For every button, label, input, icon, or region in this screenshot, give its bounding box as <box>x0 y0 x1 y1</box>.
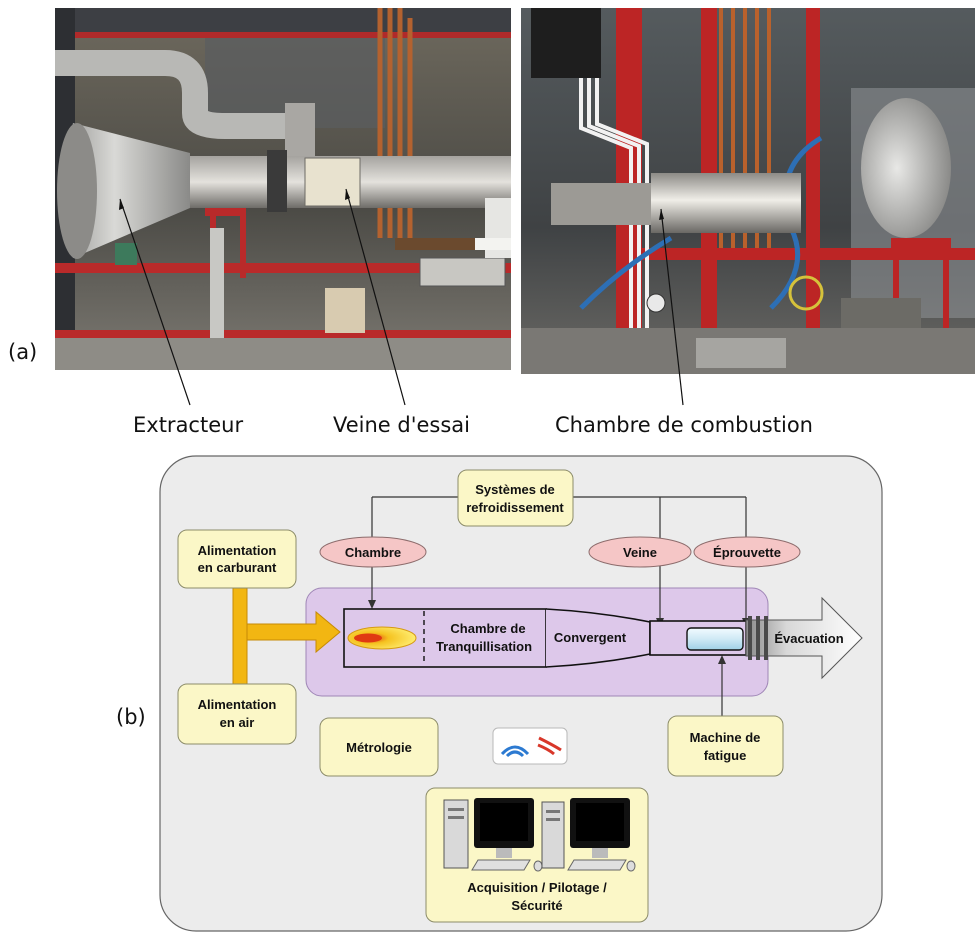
fuel-line-2: en carburant <box>198 560 277 575</box>
computer-icon-1 <box>444 798 542 871</box>
oval-veine-label: Veine <box>623 545 657 560</box>
wireless-icon <box>493 728 567 764</box>
box-cooling <box>458 470 573 526</box>
oval-chambre-label: Chambre <box>345 545 401 560</box>
tranquillisation-line-1: Chambre de <box>450 621 525 636</box>
test-piece <box>687 628 743 650</box>
exit-flanges <box>748 616 768 660</box>
acquisition-line-2: Sécurité <box>511 898 562 913</box>
metrology-label: Métrologie <box>346 740 412 755</box>
air-line-1: Alimentation <box>198 697 277 712</box>
fatigue-line-2: fatigue <box>704 748 747 763</box>
fuel-line-1: Alimentation <box>198 543 277 558</box>
box-fuel <box>178 530 296 588</box>
convergent-label: Convergent <box>554 630 627 645</box>
evacuation-label: Évacuation <box>774 631 843 646</box>
acquisition-line-1: Acquisition / Pilotage / <box>467 880 607 895</box>
air-line-2: en air <box>220 715 255 730</box>
cooling-line-2: refroidissement <box>466 500 564 515</box>
oval-eprouvette-label: Éprouvette <box>713 545 781 560</box>
box-fatigue <box>668 716 783 776</box>
computer-icon-2 <box>542 798 635 871</box>
cooling-line-1: Systèmes de <box>475 482 555 497</box>
box-air <box>178 684 296 744</box>
fuel-feed-line <box>233 588 247 684</box>
tranquillisation-line-2: Tranquillisation <box>436 639 532 654</box>
fatigue-line-1: Machine de <box>690 730 761 745</box>
